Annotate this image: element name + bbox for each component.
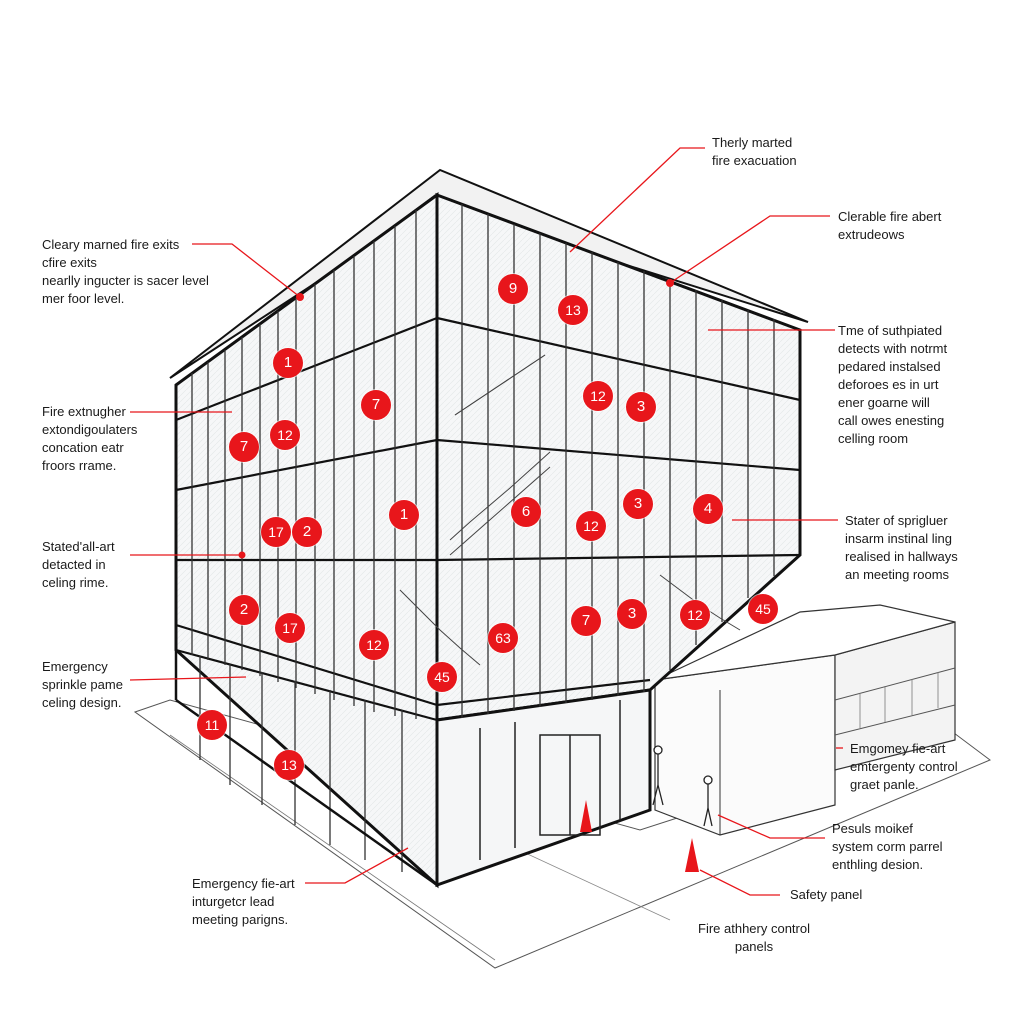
marker: 2 (229, 595, 259, 625)
label-line: deforoes es in urt (838, 377, 939, 392)
label-line: mer foor level. (42, 291, 125, 306)
leader-lines (129, 147, 843, 896)
label-line: Stater of sprigluer (845, 513, 948, 528)
label-line: Emergency (42, 659, 108, 674)
label-evacuation: Therly marted fire exacuation (712, 134, 797, 170)
safety-cone-icon (685, 838, 699, 872)
marker: 3 (626, 392, 656, 422)
marker: 12 (270, 420, 300, 450)
label-line: pedared instalsed (838, 359, 941, 374)
label-line: Therly marted (712, 135, 793, 150)
label-control: Emgomey fie-art emtergenty control graet… (850, 740, 958, 794)
label-line: froors rrame. (42, 458, 117, 473)
label-fire-exits: Cleary marned fire exits cfire exits nea… (42, 236, 209, 308)
marker: 13 (558, 295, 588, 325)
label-line: nearlly ingucter is sacer level (42, 273, 209, 288)
marker: 2 (292, 517, 322, 547)
label-line: Clerable fire abert (838, 209, 942, 224)
label-line: enthling desion. (832, 857, 924, 872)
label-line: Safety panel (790, 887, 863, 902)
marker: 3 (617, 599, 647, 629)
label-line: an meeting rooms (845, 567, 950, 582)
label-line: celling room (838, 431, 909, 446)
marker: 7 (229, 432, 259, 462)
label-line: call owes enesting (838, 413, 945, 428)
label-line: Tme of suthpiated (838, 323, 943, 338)
label-fire-extinguisher: Fire extnugher extondigoulaters concatio… (42, 403, 137, 475)
label-line: extrudeows (838, 227, 905, 242)
label-line: sprinkle pame (42, 677, 123, 692)
label-line: Stated'all-art (42, 539, 115, 554)
label-detects: Tme of suthpiated detects with notrmt pe… (838, 322, 947, 448)
marker: 3 (623, 489, 653, 519)
marker: 1 (389, 500, 419, 530)
marker: 12 (576, 511, 606, 541)
marker: 9 (498, 274, 528, 304)
marker: 7 (571, 606, 601, 636)
entrance-facade (435, 688, 652, 888)
label-line: concation eatr (42, 440, 124, 455)
label-control-panels: Fire athhery control panels (698, 920, 810, 956)
label-line: ener goarne will (838, 395, 930, 410)
label-line: emtergenty control (850, 759, 958, 774)
marker: 12 (583, 381, 613, 411)
marker: 45 (427, 662, 457, 692)
label-safety-panel: Safety panel (790, 886, 862, 904)
label-line: Pesuls moikef (832, 821, 913, 836)
label-meeting: Emergency fie-art inturgetcr lead meetin… (192, 875, 295, 929)
marker: 4 (693, 494, 723, 524)
label-line: Emgomey fie-art (850, 741, 946, 756)
label-line: Emergency fie-art (192, 876, 295, 891)
marker: 1 (273, 348, 303, 378)
label-line: realised in hallways (845, 549, 958, 564)
label-line: system corm parrel (832, 839, 943, 854)
label-line: Fire athhery control (698, 921, 810, 936)
label-line: detects with notrmt (838, 341, 948, 356)
safety-cone-icon (580, 800, 592, 832)
annex-building (654, 604, 956, 836)
label-line: extondigoulaters (42, 422, 138, 437)
label-pesuls: Pesuls moikef system corm parrel enthlin… (832, 820, 943, 874)
label-line: cfire exits (42, 255, 97, 270)
entrance-door (479, 700, 621, 860)
label-line: meeting parigns. (192, 912, 289, 927)
marker: 63 (488, 623, 518, 653)
label-line: insarm instinal ling (845, 531, 952, 546)
label-line: celing rime. (42, 575, 109, 590)
person-figures (652, 745, 713, 827)
label-sprinkler: Stater of sprigluer insarm instinal ling… (845, 512, 958, 584)
label-line: fire exacuation (712, 153, 797, 168)
label-line: Fire extnugher (42, 404, 126, 419)
label-line: inturgetcr lead (192, 894, 275, 909)
label-sprinkle: Emergency sprinkle pame celing design. (42, 658, 123, 712)
marker: 45 (748, 594, 778, 624)
marker: 6 (511, 497, 541, 527)
label-line: detacted in (42, 557, 106, 572)
label-fire-alert: Clerable fire abert extrudeows (838, 208, 941, 244)
marker: 17 (261, 517, 291, 547)
label-line: Cleary marned fire exits (42, 237, 180, 252)
marker: 12 (359, 630, 389, 660)
label-line: graet panle. (850, 777, 919, 792)
marker: 11 (197, 710, 227, 740)
label-line: celing design. (42, 695, 122, 710)
label-line: panels (734, 939, 774, 954)
label-detected: Stated'all-art detacted in celing rime. (42, 538, 115, 592)
marker: 12 (680, 600, 710, 630)
marker: 7 (361, 390, 391, 420)
marker: 13 (274, 750, 304, 780)
marker: 17 (275, 613, 305, 643)
